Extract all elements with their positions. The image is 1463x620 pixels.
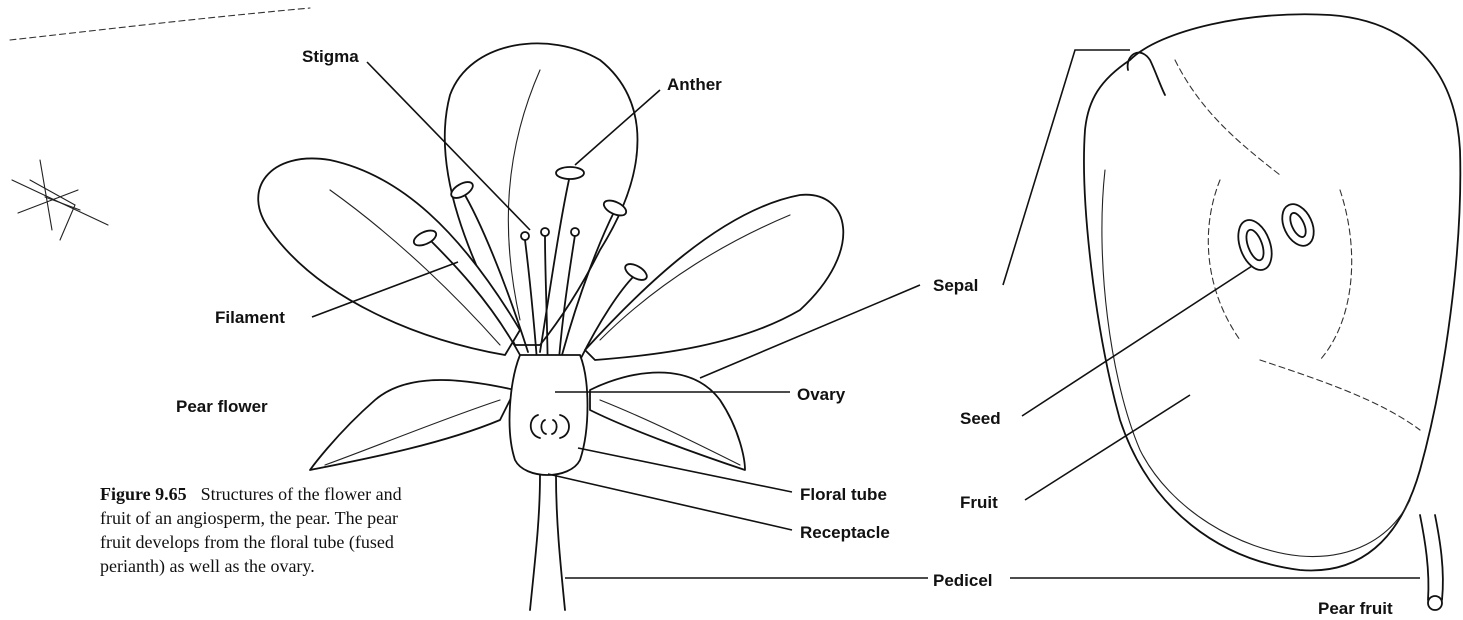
pear-fruit-outline: [1084, 14, 1460, 570]
label-floral-tube: Floral tube: [800, 485, 887, 504]
label-seed: Seed: [960, 409, 1001, 428]
label-pear-flower: Pear flower: [176, 397, 268, 416]
label-fruit: Fruit: [960, 493, 998, 512]
caption-line-4: perianth) as well as the ovary.: [100, 556, 315, 577]
pedicel-flower: [530, 475, 565, 610]
svg-text:Figure 9.65 Structures o: Figure 9.65 Structures of the flower and: [100, 484, 402, 504]
label-sepal: Sepal: [933, 276, 978, 295]
caption-line-3: fruit develops from the floral tube (fus…: [100, 532, 394, 553]
label-pedicel: Pedicel: [933, 571, 993, 590]
label-filament: Filament: [215, 308, 285, 327]
caption-line-2: fruit of an angiosperm, the pear. The pe…: [100, 508, 398, 528]
label-anther: Anther: [667, 75, 722, 94]
caption-number: Figure 9.65: [100, 484, 187, 504]
pear-fruit-drawing: [1084, 14, 1460, 610]
figure-caption: Figure 9.65 Structures of the flower and…: [100, 484, 402, 577]
label-pear-fruit: Pear fruit: [1318, 599, 1393, 618]
sepal-left: [310, 380, 515, 470]
floral-tube: [510, 355, 588, 475]
label-ovary: Ovary: [797, 385, 846, 404]
pedicel-fruit: [1420, 515, 1443, 600]
caption-line-1: Structures of the flower and: [201, 484, 402, 504]
label-stigma: Stigma: [302, 47, 359, 66]
label-receptacle: Receptacle: [800, 523, 890, 542]
petal-right: [585, 195, 843, 360]
